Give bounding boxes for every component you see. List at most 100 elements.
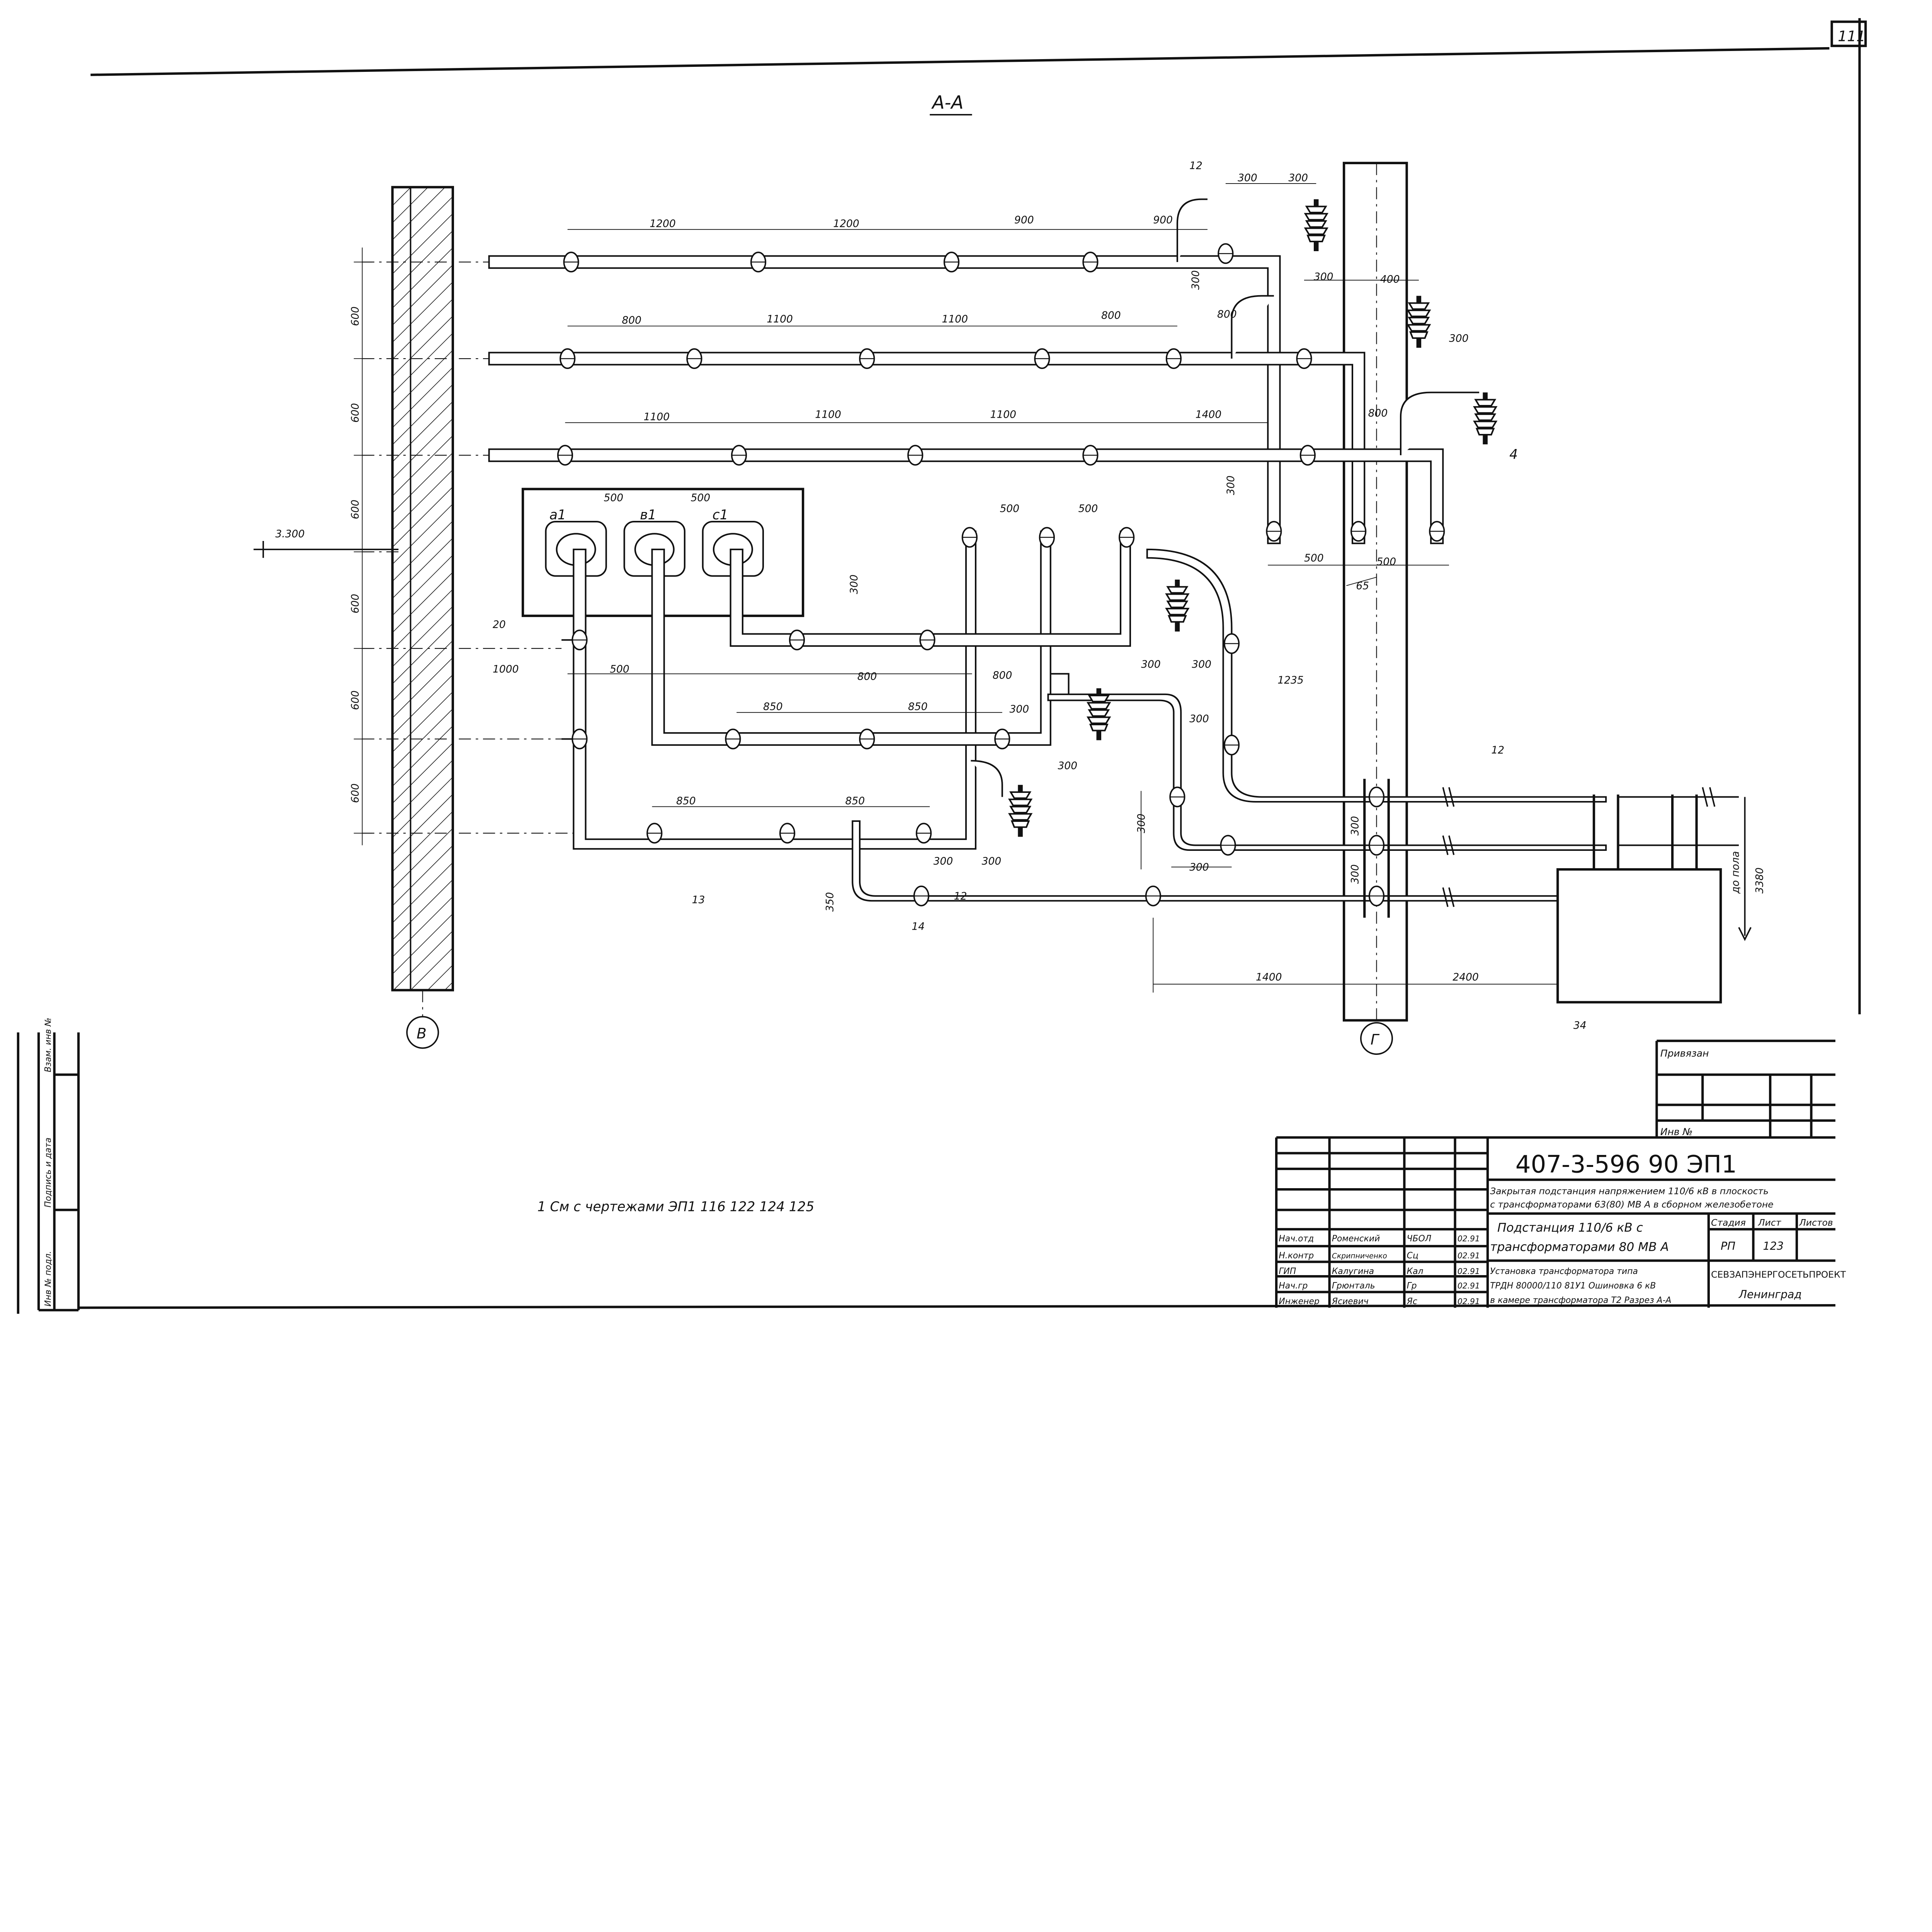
dim: 1100 bbox=[942, 313, 968, 325]
dim: 300 bbox=[1192, 658, 1211, 670]
wall-axis-v: В bbox=[391, 186, 454, 1049]
dim: 300 bbox=[1189, 713, 1209, 725]
insulators-upper bbox=[1305, 199, 1496, 444]
dim: 1100 bbox=[815, 408, 841, 420]
dim: 1400 bbox=[1196, 408, 1222, 420]
axis-label-right: Г bbox=[1371, 1031, 1380, 1048]
dim: 800 bbox=[622, 315, 641, 327]
drawing-title-2: ТРДН 80000/110 81У1 Ошиновка 6 кВ bbox=[1490, 1281, 1656, 1291]
stage-value: РП bbox=[1721, 1240, 1735, 1252]
svg-text:Гр: Гр bbox=[1407, 1281, 1417, 1291]
dim: 300 bbox=[1449, 332, 1469, 344]
dim: 20 bbox=[493, 619, 506, 631]
sheet-header: Лист bbox=[1758, 1217, 1782, 1228]
svg-text:Инженер: Инженер bbox=[1279, 1297, 1319, 1306]
cable-terminations bbox=[1363, 779, 1739, 918]
dim: 850 bbox=[908, 701, 928, 713]
level-mark: 3.300 bbox=[253, 528, 399, 558]
phase-label-b: в1 bbox=[640, 507, 656, 523]
sheet-title-1: Подстанция 110/6 кВ с bbox=[1497, 1221, 1643, 1235]
dim: 500 bbox=[610, 663, 629, 675]
svg-text:Ясиевич: Ясиевич bbox=[1332, 1297, 1369, 1306]
insulators-lower bbox=[1010, 580, 1189, 837]
dim: 500 bbox=[1304, 552, 1324, 564]
sheet-title-2: трансформаторами 80 МВ А bbox=[1490, 1240, 1669, 1254]
svg-text:Калугина: Калугина bbox=[1332, 1267, 1374, 1276]
dim: 600 bbox=[349, 403, 361, 423]
dim: 300 bbox=[1314, 271, 1333, 283]
left-stamp: Инв № подл. Подпись и дата Взам. инв № bbox=[17, 1018, 80, 1314]
busbar-upper-3 bbox=[488, 391, 1480, 544]
dim: 850 bbox=[676, 795, 696, 807]
dim: 500 bbox=[1377, 556, 1396, 568]
dim: 500 bbox=[691, 492, 711, 504]
dim: 300 bbox=[1349, 816, 1361, 836]
phase-label-a: а1 bbox=[549, 507, 566, 523]
dim: 600 bbox=[349, 690, 361, 710]
dim: 350 bbox=[824, 892, 836, 912]
dim: 300 bbox=[1189, 861, 1209, 873]
dim: 34 bbox=[1573, 1020, 1587, 1032]
dim: 14 bbox=[912, 920, 925, 932]
svg-text:02.91: 02.91 bbox=[1458, 1297, 1480, 1306]
project-title-1: Закрытая подстанция напряжением 110/6 кВ… bbox=[1490, 1186, 1769, 1197]
dim: 1235 bbox=[1277, 674, 1304, 686]
dim: 850 bbox=[763, 701, 783, 713]
dim: 850 bbox=[845, 795, 865, 807]
busbar-lower bbox=[561, 530, 1607, 902]
dimension-labels: 1200 1200 900 900 12 300 300 300 300 400… bbox=[349, 160, 1587, 1031]
dim: 800 bbox=[1217, 308, 1237, 320]
dim: 1400 bbox=[1256, 971, 1282, 983]
project-title-2: с трансформаторами 63(80) МВ А в сборном… bbox=[1490, 1199, 1773, 1210]
city: Ленинград bbox=[1738, 1288, 1802, 1301]
svg-text:02.91: 02.91 bbox=[1458, 1234, 1480, 1243]
dim: 800 bbox=[993, 669, 1012, 681]
busbar-upper-1 bbox=[488, 198, 1281, 544]
svg-text:ЧБОЛ: ЧБОЛ bbox=[1407, 1234, 1432, 1244]
organization: СЕВЗАПЭНЕРГОСЕТЬПРОЕКТ bbox=[1711, 1269, 1846, 1280]
dim: 4 bbox=[1509, 447, 1518, 463]
svg-text:Грюнталь: Грюнталь bbox=[1332, 1281, 1375, 1291]
dim: 600 bbox=[349, 500, 361, 519]
dim: 900 bbox=[1014, 214, 1034, 226]
dim: 600 bbox=[349, 783, 361, 803]
staff-rows: Нач.отд Роменский ЧБОЛ 02.91 Н.контр Скр… bbox=[1279, 1234, 1480, 1306]
dim: 500 bbox=[604, 492, 624, 504]
dim: 300 bbox=[1190, 270, 1202, 290]
svg-text:Нач.гр: Нач.гр bbox=[1279, 1281, 1308, 1291]
stage-header: Стадия bbox=[1711, 1217, 1746, 1228]
svg-text:Инв № подл.: Инв № подл. bbox=[43, 1251, 53, 1306]
dim: 300 bbox=[1225, 476, 1237, 495]
transformer-box bbox=[1556, 868, 1722, 1003]
svg-text:Яс: Яс bbox=[1406, 1297, 1417, 1306]
dim: 1200 bbox=[650, 218, 676, 230]
dim: 300 bbox=[1349, 864, 1361, 884]
svg-text:Сц: Сц bbox=[1407, 1251, 1418, 1260]
dim: 12 bbox=[1491, 744, 1504, 756]
dim: 500 bbox=[1000, 503, 1020, 515]
dim: 300 bbox=[1288, 172, 1308, 184]
dim: 1000 bbox=[493, 663, 519, 675]
inv-label: Инв № bbox=[1660, 1126, 1693, 1137]
dim: 600 bbox=[349, 306, 361, 326]
dim: 500 bbox=[1078, 503, 1098, 515]
level-mark-text: 3.300 bbox=[276, 528, 305, 540]
dim: 400 bbox=[1380, 273, 1400, 285]
dim: 300 bbox=[982, 855, 1002, 867]
phase-label-c: с1 bbox=[713, 507, 728, 523]
drawing-code: 407-3-596 90 ЭП1 bbox=[1515, 1150, 1737, 1178]
dim: 300 bbox=[1010, 703, 1029, 715]
svg-text:Скрипниченко: Скрипниченко bbox=[1332, 1252, 1387, 1260]
dim: 300 bbox=[1141, 658, 1161, 670]
dim: 1100 bbox=[644, 411, 670, 423]
section-title: А-А bbox=[931, 92, 964, 113]
dim: 65 bbox=[1356, 580, 1369, 592]
title-block: Привязан Инв № 407-3-596 90 ЭП1 Закрытая… bbox=[1275, 1039, 1846, 1308]
top-border-line bbox=[90, 47, 1830, 76]
dim: 1100 bbox=[990, 408, 1017, 420]
drawing-title-3: в камере трансформатора Т2 Разрез А-А bbox=[1490, 1296, 1671, 1305]
dim: 300 bbox=[848, 575, 860, 594]
dim: 2400 bbox=[1452, 971, 1479, 983]
floor-arrow: до пола 3380 bbox=[1730, 797, 1766, 941]
dim: 600 bbox=[349, 594, 361, 614]
